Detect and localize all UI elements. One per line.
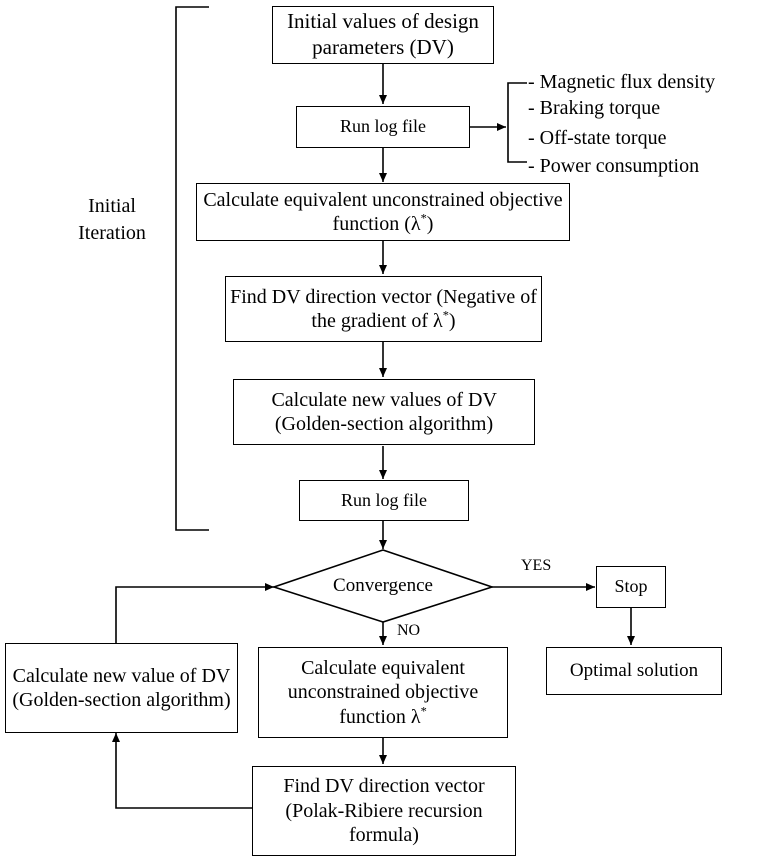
calc-equivalent-2-line3: function λ*	[339, 704, 427, 728]
calc-equivalent-2-line1: Calculate equivalent	[301, 656, 465, 679]
initial-iteration-line1: Initial	[88, 195, 136, 217]
lambda-star-3: *	[420, 704, 427, 719]
lambda-star-2: *	[442, 308, 449, 323]
find-dv-direction-box-1: Find DV direction vector (Negative of th…	[225, 276, 542, 342]
calc-equivalent-box-1: Calculate equivalent unconstrained objec…	[196, 183, 570, 241]
output-braking-torque: - Braking torque	[528, 97, 661, 119]
outputs-bracket	[507, 82, 527, 163]
initial-iteration-bracket	[175, 6, 209, 531]
output-magnetic-flux: - Magnetic flux density	[528, 71, 716, 93]
stop-box: Stop	[596, 566, 666, 608]
initial-values-line2: parameters (DV)	[312, 35, 454, 59]
optimal-solution-label: Optimal solution	[569, 660, 699, 682]
convergence-label: Convergence	[333, 575, 433, 596]
run-log-file-label-2: Run log file	[341, 489, 427, 510]
no-label: NO	[397, 622, 421, 639]
optimal-solution-box: Optimal solution	[546, 647, 722, 695]
find-dv-2-line3: formula)	[349, 824, 419, 847]
find-dv-2-line2: (Polak-Ribiere recursion	[285, 799, 483, 822]
initial-values-line1: Initial values of design	[287, 9, 479, 34]
calc-new-2-line3: algorithm)	[146, 689, 231, 711]
calc-new-2-line2: DV (Golden-section	[12, 664, 231, 711]
calc-new-2-line1: Calculate new value of	[12, 664, 197, 687]
stop-label: Stop	[614, 576, 648, 597]
yes-label: YES	[521, 557, 552, 574]
find-dv-2-line1: Find DV direction vector	[283, 775, 485, 798]
calc-new-1-line1: Calculate new values of DV	[271, 388, 497, 411]
find-dv-1-line2: (Negative of the gradient of λ*)	[311, 285, 537, 332]
lambda-star-1: *	[420, 211, 427, 226]
calc-new-value-box-2: Calculate new value of DV (Golden-sectio…	[5, 643, 238, 733]
run-log-file-box-1: Run log file	[296, 106, 470, 148]
calc-equivalent-box-2: Calculate equivalent unconstrained objec…	[258, 647, 508, 738]
initial-iteration-label: Initial Iteration	[62, 194, 162, 245]
initial-values-box: Initial values of design parameters (DV)	[272, 6, 494, 64]
run-log-file-label-1: Run log file	[340, 116, 426, 137]
find-dv-direction-box-2: Find DV direction vector (Polak-Ribiere …	[252, 766, 516, 856]
calc-equivalent-1-line1: Calculate equivalent unconstrained	[203, 188, 485, 211]
run-log-file-box-2: Run log file	[299, 480, 469, 521]
calc-equivalent-1-line2: objective function (λ*)	[332, 188, 563, 235]
find-dv-1-line1: Find DV direction vector	[230, 285, 432, 308]
calc-equivalent-2-line2: unconstrained objective	[287, 681, 479, 704]
calc-new-values-box-1: Calculate new values of DV (Golden-secti…	[233, 379, 535, 445]
initial-iteration-line2: Iteration	[78, 222, 146, 244]
calc-new-1-line2: (Golden-section algorithm)	[274, 413, 494, 435]
output-power-consumption: - Power consumption	[528, 155, 700, 177]
convergence-diamond	[271, 549, 495, 623]
output-off-state-torque: - Off-state torque	[528, 127, 667, 149]
